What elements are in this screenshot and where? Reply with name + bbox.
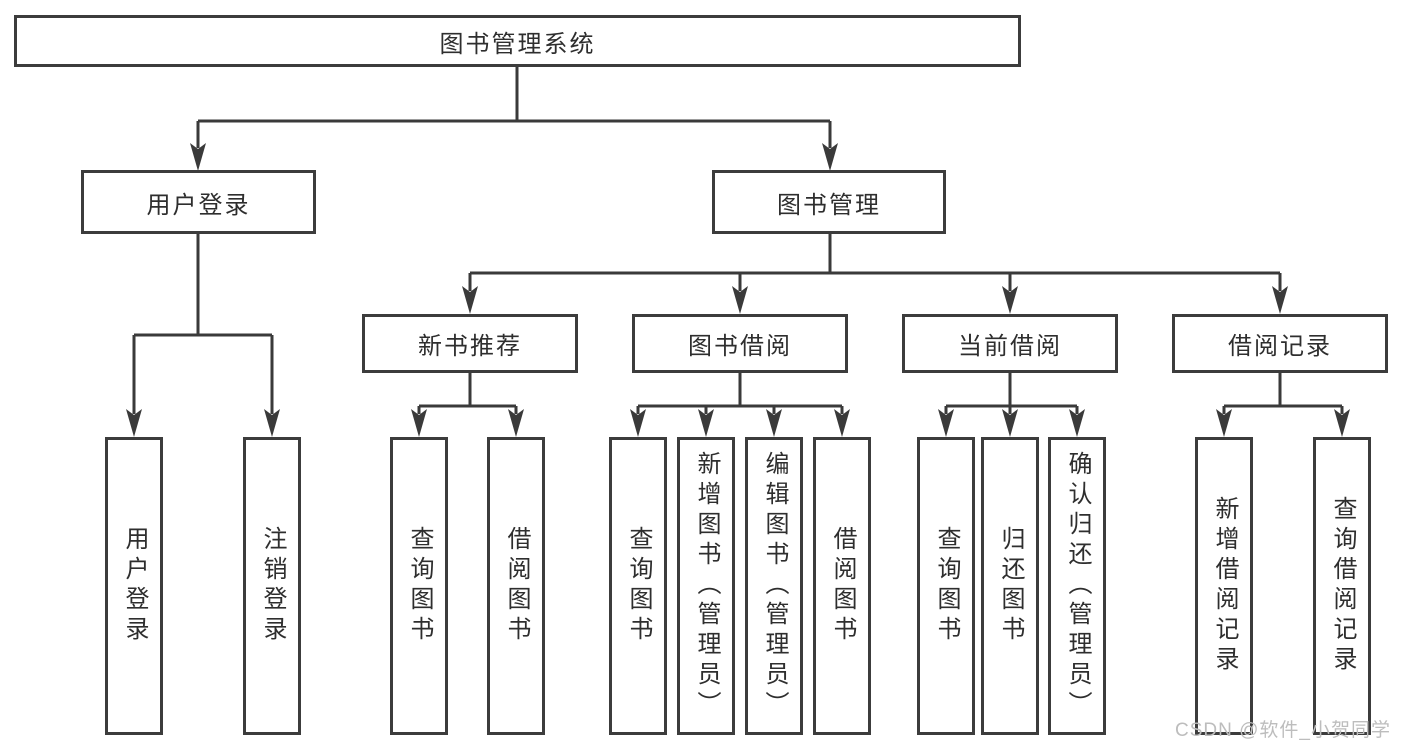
node-label: 用户登录 (121, 526, 148, 646)
leaf-edit-books-admin: 编辑图书（管理员） (745, 437, 803, 735)
node-label: 图书管理系统 (439, 30, 596, 58)
node-label: 用户登录 (146, 191, 251, 219)
node-label: 图书借阅 (688, 333, 792, 360)
node-borrowing-records: 借阅记录 (1172, 314, 1388, 373)
node-label: 编辑图书（管理员） (761, 451, 788, 721)
leaf-user-login: 用户登录 (105, 437, 163, 735)
leaf-logout-login: 注销登录 (243, 437, 301, 735)
leaf-query-borrow-record: 查询借阅记录 (1313, 437, 1371, 735)
node-book-borrowing: 图书借阅 (632, 314, 848, 373)
leaf-add-borrow-record: 新增借阅记录 (1195, 437, 1253, 735)
node-book-management: 图书管理 (712, 170, 946, 234)
node-label: 查询图书 (406, 526, 433, 646)
node-label: 图书管理 (777, 191, 881, 219)
leaf-confirm-return-admin: 确认归还（管理员） (1048, 437, 1106, 735)
leaf-query-books-current: 查询图书 (917, 437, 975, 735)
leaf-query-books-borrowing: 查询图书 (609, 437, 667, 735)
node-label: 查询图书 (625, 526, 652, 646)
leaf-query-books-recommend: 查询图书 (390, 437, 448, 735)
node-label: 确认归还（管理员） (1064, 451, 1091, 721)
node-label: 借阅记录 (1228, 333, 1332, 360)
node-label: 当前借阅 (958, 333, 1062, 360)
node-user-login: 用户登录 (81, 170, 316, 234)
node-new-book-recommend: 新书推荐 (362, 314, 578, 373)
leaf-borrow-books-borrowing: 借阅图书 (813, 437, 871, 735)
leaf-borrow-books-recommend: 借阅图书 (487, 437, 545, 735)
node-label: 查询借阅记录 (1329, 496, 1356, 676)
node-label: 注销登录 (259, 526, 286, 646)
node-label: 归还图书 (997, 526, 1024, 646)
node-label: 借阅图书 (829, 526, 856, 646)
node-label: 新增借阅记录 (1211, 496, 1238, 676)
csdn-watermark: CSDN @软件_小贺同学 (1175, 720, 1391, 741)
node-label: 新增图书（管理员） (693, 451, 720, 721)
node-current-borrowing: 当前借阅 (902, 314, 1118, 373)
node-label: 查询图书 (933, 526, 960, 646)
node-label: 新书推荐 (418, 333, 522, 360)
node-root: 图书管理系统 (14, 15, 1021, 67)
node-label: 借阅图书 (503, 526, 530, 646)
leaf-return-books: 归还图书 (981, 437, 1039, 735)
leaf-add-books-admin: 新增图书（管理员） (677, 437, 735, 735)
